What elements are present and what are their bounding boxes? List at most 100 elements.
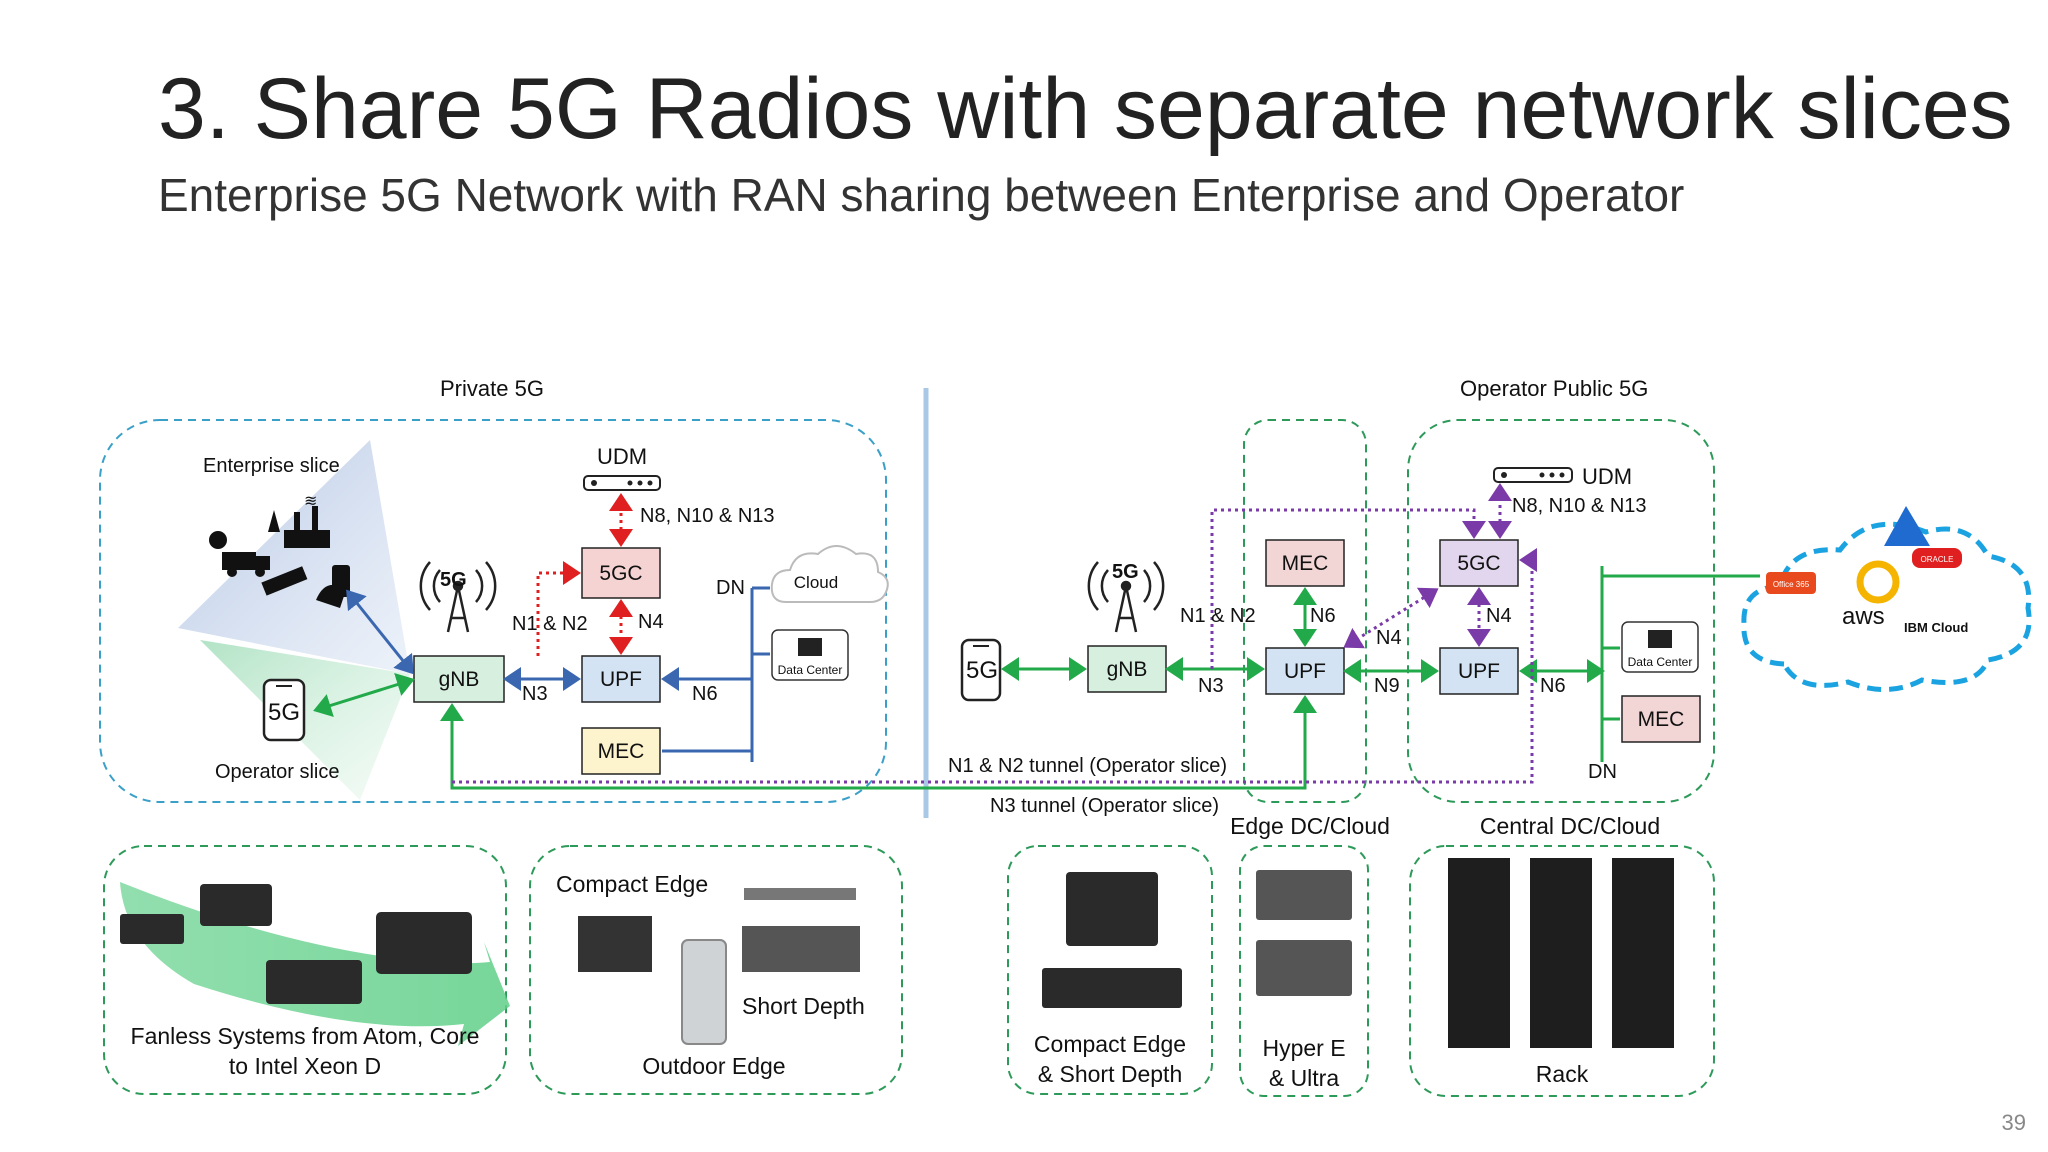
gcp-logo-icon xyxy=(1856,560,1900,604)
enterprise-slice-label: Enterprise slice xyxy=(203,455,340,477)
data-center-label: Data Center xyxy=(778,663,843,677)
iot-devices-icon xyxy=(209,506,350,608)
public-cloud-icon xyxy=(1741,521,2032,693)
page-subtitle: Enterprise 5G Network with RAN sharing b… xyxy=(158,169,1685,221)
cloud-icon xyxy=(770,545,889,603)
tunnel-n3-label: N3 tunnel (Operator slice) xyxy=(990,795,1219,817)
office365-label: Office 365 xyxy=(1773,580,1810,589)
phone-5g-label: 5G xyxy=(268,699,300,726)
n4-label: N4 xyxy=(638,611,664,633)
operator-n3-label: N3 xyxy=(1198,675,1224,697)
fanless-devices-icon xyxy=(120,884,472,1004)
operator-gnb-label: gNB xyxy=(1107,658,1148,681)
azure-logo-icon xyxy=(1884,506,1930,546)
edge-upf-label: UPF xyxy=(1284,660,1326,683)
operator-udm-device-icon xyxy=(1493,467,1573,483)
operator-udm-label: UDM xyxy=(1582,464,1632,489)
page-title: 3. Share 5G Radios with separate network… xyxy=(158,61,2013,157)
oracle-logo-icon xyxy=(1912,548,1962,568)
fivegc-box xyxy=(581,547,661,599)
udm-label: UDM xyxy=(597,444,647,469)
gnb-label: gNB xyxy=(439,668,480,691)
compact-short-line1: Compact Edge xyxy=(1034,1031,1186,1057)
operator-n9-label: N9 xyxy=(1374,675,1400,697)
fanless-label-line1: Fanless Systems from Atom, Core xyxy=(131,1023,480,1049)
page-number: 39 xyxy=(2001,1110,2026,1135)
dn-label: DN xyxy=(716,577,745,599)
mec-label: MEC xyxy=(598,740,645,763)
n6-label: N6 xyxy=(692,683,718,705)
compact-short-line2: & Short Depth xyxy=(1038,1061,1182,1087)
office365-logo-icon xyxy=(1766,572,1816,594)
central-dc-label: Central DC/Cloud xyxy=(1480,813,1660,839)
operator-radio-5g-label: 5G xyxy=(1112,561,1139,583)
mec-box xyxy=(581,727,661,775)
link-op-gnb xyxy=(313,673,415,717)
tunnel-n3-green xyxy=(440,695,1317,790)
central-mec-label: MEC xyxy=(1638,708,1685,731)
fivegc-label: 5GC xyxy=(599,562,642,585)
operator-n1n2-label: N1 & N2 xyxy=(1180,605,1256,627)
n1n2-label: N1 & N2 xyxy=(512,613,588,635)
hyper-box xyxy=(1239,845,1369,1097)
outdoor-edge-label: Outdoor Edge xyxy=(642,1053,785,1079)
edge-dc-region xyxy=(1243,419,1367,803)
operator-dn-label: DN xyxy=(1588,761,1617,783)
compact-edge-devices-icon xyxy=(578,888,860,1045)
data-center-icon xyxy=(798,638,822,656)
n8-label: N8, N10 & N13 xyxy=(640,505,775,527)
link-gnb-5gc-op xyxy=(1210,508,1486,669)
edge-mec-box xyxy=(1265,539,1345,587)
tunnel-n1n2-label: N1 & N2 tunnel (Operator slice) xyxy=(948,755,1227,777)
operator-n8-label: N8, N10 & N13 xyxy=(1512,495,1647,517)
operator-data-center-label: Data Center xyxy=(1628,655,1693,669)
operator-5gc-label: 5GC xyxy=(1457,552,1500,575)
operator-n6-central-label: N6 xyxy=(1540,675,1566,697)
edge-dc-label: Edge DC/Cloud xyxy=(1230,813,1390,839)
edge-mec-label: MEC xyxy=(1282,552,1329,575)
central-mec-box xyxy=(1621,695,1701,743)
upf-label: UPF xyxy=(600,668,642,691)
fanless-label-line2: to Intel Xeon D xyxy=(229,1053,381,1079)
operator-phone-5g-label: 5G xyxy=(966,657,998,684)
udm-device-icon xyxy=(583,475,661,491)
operator-gnb-box xyxy=(1087,645,1167,693)
aws-logo-label: aws xyxy=(1842,603,1885,630)
operator-data-center-icon xyxy=(1648,630,1672,648)
hyper-servers-icon xyxy=(1256,870,1352,996)
rack-box xyxy=(1409,845,1715,1097)
compact-short-box xyxy=(1007,845,1213,1095)
private-5g-region xyxy=(99,419,887,803)
operator-slice-label: Operator slice xyxy=(215,761,340,783)
central-upf-label: UPF xyxy=(1458,660,1500,683)
hyper-line2: & Ultra xyxy=(1269,1065,1340,1091)
operator-header: Operator Public 5G xyxy=(1460,376,1648,401)
radio-5g-label: 5G xyxy=(440,569,467,591)
iot-wifi-icon: ≋ xyxy=(304,493,317,510)
oracle-label: ORACLE xyxy=(1921,555,1954,564)
fanless-box xyxy=(103,845,507,1095)
private-header: Private 5G xyxy=(440,376,544,401)
central-upf-box xyxy=(1439,647,1519,695)
operator-radio-tower-icon xyxy=(1087,561,1165,633)
operator-n6-edge-label: N6 xyxy=(1310,605,1336,627)
cloud-label: Cloud xyxy=(794,573,838,592)
operator-n4-central-label: N4 xyxy=(1486,605,1512,627)
link-ent-gnb xyxy=(346,589,414,675)
n3-label: N3 xyxy=(522,683,548,705)
compact-short-devices-icon xyxy=(1042,872,1182,1008)
operator-n4-edge-label: N4 xyxy=(1376,627,1402,649)
rack-label: Rack xyxy=(1536,1061,1589,1087)
hyper-line1: Hyper E xyxy=(1262,1035,1345,1061)
compact-edge-label: Compact Edge xyxy=(556,871,708,897)
phone-icon xyxy=(262,678,306,742)
rack-icon xyxy=(1448,858,1674,1048)
upf-box xyxy=(581,655,661,703)
compact-edge-box xyxy=(529,845,903,1095)
short-depth-label: Short Depth xyxy=(742,993,865,1019)
radio-tower-icon xyxy=(419,561,497,633)
operator-5gc-box xyxy=(1439,539,1519,587)
ibm-cloud-label: IBM Cloud xyxy=(1904,620,1968,635)
tunnel-n1n2-purple xyxy=(452,548,1537,784)
